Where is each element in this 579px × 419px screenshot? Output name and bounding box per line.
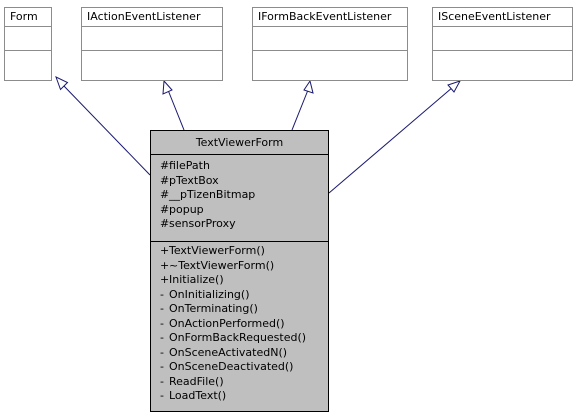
attribute-row: #filePath	[160, 159, 210, 172]
class-name: IActionEventListener	[82, 8, 222, 27]
attribute-row: #pTextBox	[160, 173, 219, 187]
operation-row: +TextViewerForm()	[160, 244, 265, 257]
arrowhead-form	[55, 76, 69, 91]
arrowhead-iactioneventlistener	[162, 79, 173, 95]
operation-row: +Initialize()	[160, 273, 224, 286]
operations-compartment	[433, 51, 572, 74]
attribute-row: #sensorProxy	[160, 217, 236, 230]
operation-row: -OnFormBackRequested()	[160, 331, 307, 344]
attributes-compartment	[82, 27, 222, 51]
operation-row: -OnSceneDeactivated()	[160, 360, 294, 373]
edge-form	[62, 84, 151, 176]
operation-row: -OnTerminating()	[160, 302, 258, 315]
arrowhead-iformbackeventlistener	[303, 79, 314, 94]
class-box-iactioneventlistener[interactable]: IActionEventListener	[81, 7, 223, 81]
operation-row: -ReadFile()	[160, 374, 224, 388]
operations-compartment: +TextViewerForm() +~TextViewerForm() +In…	[151, 242, 328, 404]
edge-isceneeventlistener	[328, 86, 454, 194]
edge-iformbackeventlistener	[291, 89, 309, 131]
operation-row: -OnActionPerformed()	[160, 316, 285, 330]
class-box-form[interactable]: Form	[4, 7, 52, 81]
arrowhead-isceneeventlistener	[447, 80, 462, 93]
attributes-compartment: #filePath #pTextBox #__pTizenBitmap #pop…	[151, 155, 328, 242]
class-name: Form	[5, 8, 51, 27]
operation-row: -OnInitializing()	[160, 287, 250, 301]
class-box-iformbackeventlistener[interactable]: IFormBackEventListener	[252, 7, 408, 81]
attributes-compartment	[253, 27, 407, 51]
class-name: ISceneEventListener	[433, 8, 572, 27]
operations-compartment	[5, 51, 51, 74]
operation-row: +~TextViewerForm()	[160, 258, 275, 272]
operations-compartment	[82, 51, 222, 74]
operation-row: -OnSceneActivatedN()	[160, 345, 288, 359]
attribute-row: #__pTizenBitmap	[160, 188, 256, 201]
class-name: IFormBackEventListener	[253, 8, 407, 27]
class-box-isceneeventlistener[interactable]: ISceneEventListener	[432, 7, 573, 81]
attribute-row: #popup	[160, 202, 204, 216]
edge-iactioneventlistener	[167, 89, 185, 131]
operations-compartment	[253, 51, 407, 74]
class-box-textviewerform[interactable]: TextViewerForm #filePath #pTextBox #__pT…	[150, 130, 329, 412]
attributes-compartment	[433, 27, 572, 51]
operation-row: -LoadText()	[160, 389, 227, 402]
attributes-compartment	[5, 27, 51, 51]
class-name: TextViewerForm	[151, 131, 328, 155]
